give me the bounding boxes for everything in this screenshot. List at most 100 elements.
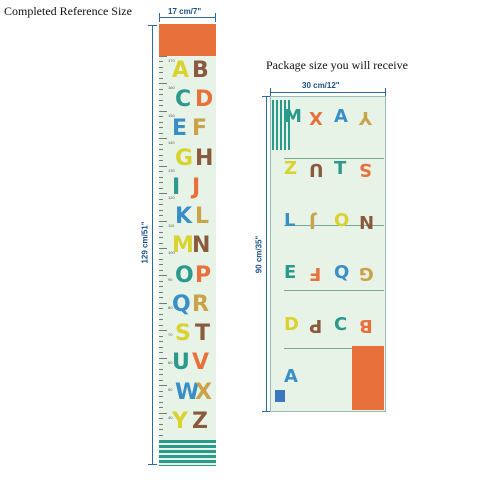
package-letter-l: L bbox=[284, 210, 296, 231]
package-letter-n: N bbox=[359, 211, 375, 232]
ruler-tick bbox=[159, 286, 163, 288]
letter-e: E bbox=[172, 116, 188, 142]
ruler-tick bbox=[159, 357, 167, 359]
ruler-number: 100 bbox=[168, 250, 175, 255]
letter-i: I bbox=[172, 174, 181, 200]
ruler-tick bbox=[159, 423, 163, 425]
ruler-tick bbox=[159, 418, 163, 420]
package-letter-e: E bbox=[284, 262, 297, 283]
ruler-tick bbox=[159, 297, 163, 299]
package-width-label: 30 cm/12" bbox=[302, 81, 340, 90]
package-letter-y: Y bbox=[359, 107, 373, 128]
ruler-tick bbox=[159, 385, 167, 387]
ruler-tick bbox=[159, 187, 163, 189]
ruler-tick bbox=[159, 110, 167, 112]
ruler-tick bbox=[159, 319, 163, 321]
package-letter-m: M bbox=[284, 106, 302, 127]
ruler-number: 170 bbox=[168, 58, 175, 63]
ruler-tick bbox=[159, 204, 163, 206]
ruler-tick bbox=[159, 132, 163, 134]
letter-f: F bbox=[192, 116, 208, 142]
completed-size-caption: Completed Reference Size bbox=[4, 4, 132, 18]
package-letter-o: O bbox=[334, 210, 350, 231]
ruler-tick bbox=[159, 176, 163, 178]
letter-d: D bbox=[195, 87, 214, 113]
package-letter-f: F bbox=[309, 263, 322, 284]
ruler-tick bbox=[159, 66, 163, 68]
letter-a: A bbox=[172, 58, 190, 83]
ruler-tick bbox=[159, 248, 167, 249]
ruler-tick bbox=[159, 346, 163, 348]
ruler-tick bbox=[159, 434, 163, 436]
ruler-number: 120 bbox=[168, 195, 175, 201]
package-letter-g: G bbox=[359, 263, 374, 284]
package-letter-j: J bbox=[309, 211, 316, 232]
ruler-tick bbox=[159, 324, 163, 326]
ruler-number: 40 bbox=[168, 414, 173, 420]
ruler-tick bbox=[159, 56, 167, 57]
ruler-number: 150 bbox=[168, 112, 175, 118]
ruler-tick bbox=[159, 182, 163, 184]
ruler-tick bbox=[159, 198, 163, 200]
ruler-number: 70 bbox=[168, 332, 173, 338]
completed-height-label: 129 cm/51" bbox=[140, 221, 150, 264]
ruler-tick bbox=[159, 154, 163, 156]
chart-footer-band bbox=[159, 440, 216, 466]
ruler-number: 140 bbox=[168, 140, 175, 146]
package-letter-p: P bbox=[309, 315, 323, 336]
ruler-tick bbox=[159, 88, 163, 90]
ruler-tick bbox=[159, 83, 167, 85]
package-letter-d: D bbox=[284, 314, 299, 335]
ruler-tick bbox=[159, 226, 163, 228]
growth-chart-body bbox=[159, 24, 216, 466]
ruler-tick bbox=[159, 171, 163, 173]
completed-chart: 17 cm/7" 129 cm/51" 170 160 150 140 130 120 11… bbox=[140, 7, 216, 466]
ruler-number: 50 bbox=[168, 387, 173, 393]
ruler-tick bbox=[159, 160, 163, 162]
ruler-tick bbox=[159, 335, 163, 337]
letter-b: B bbox=[192, 58, 209, 83]
ruler-tick bbox=[159, 352, 163, 354]
letter-p: P bbox=[195, 262, 212, 288]
letter-w: W bbox=[175, 379, 200, 405]
ruler-number: 130 bbox=[168, 167, 175, 173]
package-height-label: 90 cm/35" bbox=[254, 235, 264, 274]
ruler-tick bbox=[159, 105, 163, 107]
brand-tag bbox=[275, 390, 285, 402]
ruler-tick bbox=[159, 291, 163, 293]
letter-x: X bbox=[195, 379, 212, 405]
ruler-tick bbox=[159, 280, 163, 282]
ruler-number: 160 bbox=[168, 85, 175, 91]
package-size-caption: Package size you will receive bbox=[266, 58, 408, 72]
ruler-number: 110 bbox=[168, 222, 175, 228]
package-letter-u: U bbox=[309, 159, 324, 180]
ruler-tick bbox=[159, 407, 163, 409]
ruler-tick bbox=[159, 412, 167, 414]
letter-q: Q bbox=[172, 291, 191, 317]
package-letter-z: Z bbox=[284, 158, 298, 179]
ruler-tick bbox=[159, 77, 163, 79]
completed-width-label: 17 cm/7" bbox=[168, 7, 202, 16]
ruler-number: 80 bbox=[168, 304, 173, 310]
ruler-tick bbox=[159, 220, 167, 222]
package-letter-x: X bbox=[309, 107, 323, 128]
package-letter-s: S bbox=[359, 159, 372, 180]
letter-l: L bbox=[195, 204, 210, 230]
letter-v: V bbox=[192, 350, 210, 376]
ruler-tick bbox=[159, 401, 163, 403]
ruler-tick bbox=[159, 258, 163, 260]
ruler-tick bbox=[159, 143, 163, 145]
ruler-tick bbox=[159, 237, 163, 239]
letter-n: N bbox=[192, 233, 211, 259]
ruler-tick bbox=[159, 368, 163, 370]
letter-m: M bbox=[172, 233, 194, 259]
ruler-tick bbox=[159, 308, 163, 310]
ruler-tick bbox=[159, 61, 163, 63]
ruler-number: 90 bbox=[168, 277, 173, 283]
ruler-tick bbox=[159, 363, 163, 365]
ruler-tick bbox=[159, 127, 163, 129]
letter-r: R bbox=[192, 291, 209, 317]
ruler-tick bbox=[159, 275, 167, 277]
ruler-tick bbox=[159, 341, 163, 343]
